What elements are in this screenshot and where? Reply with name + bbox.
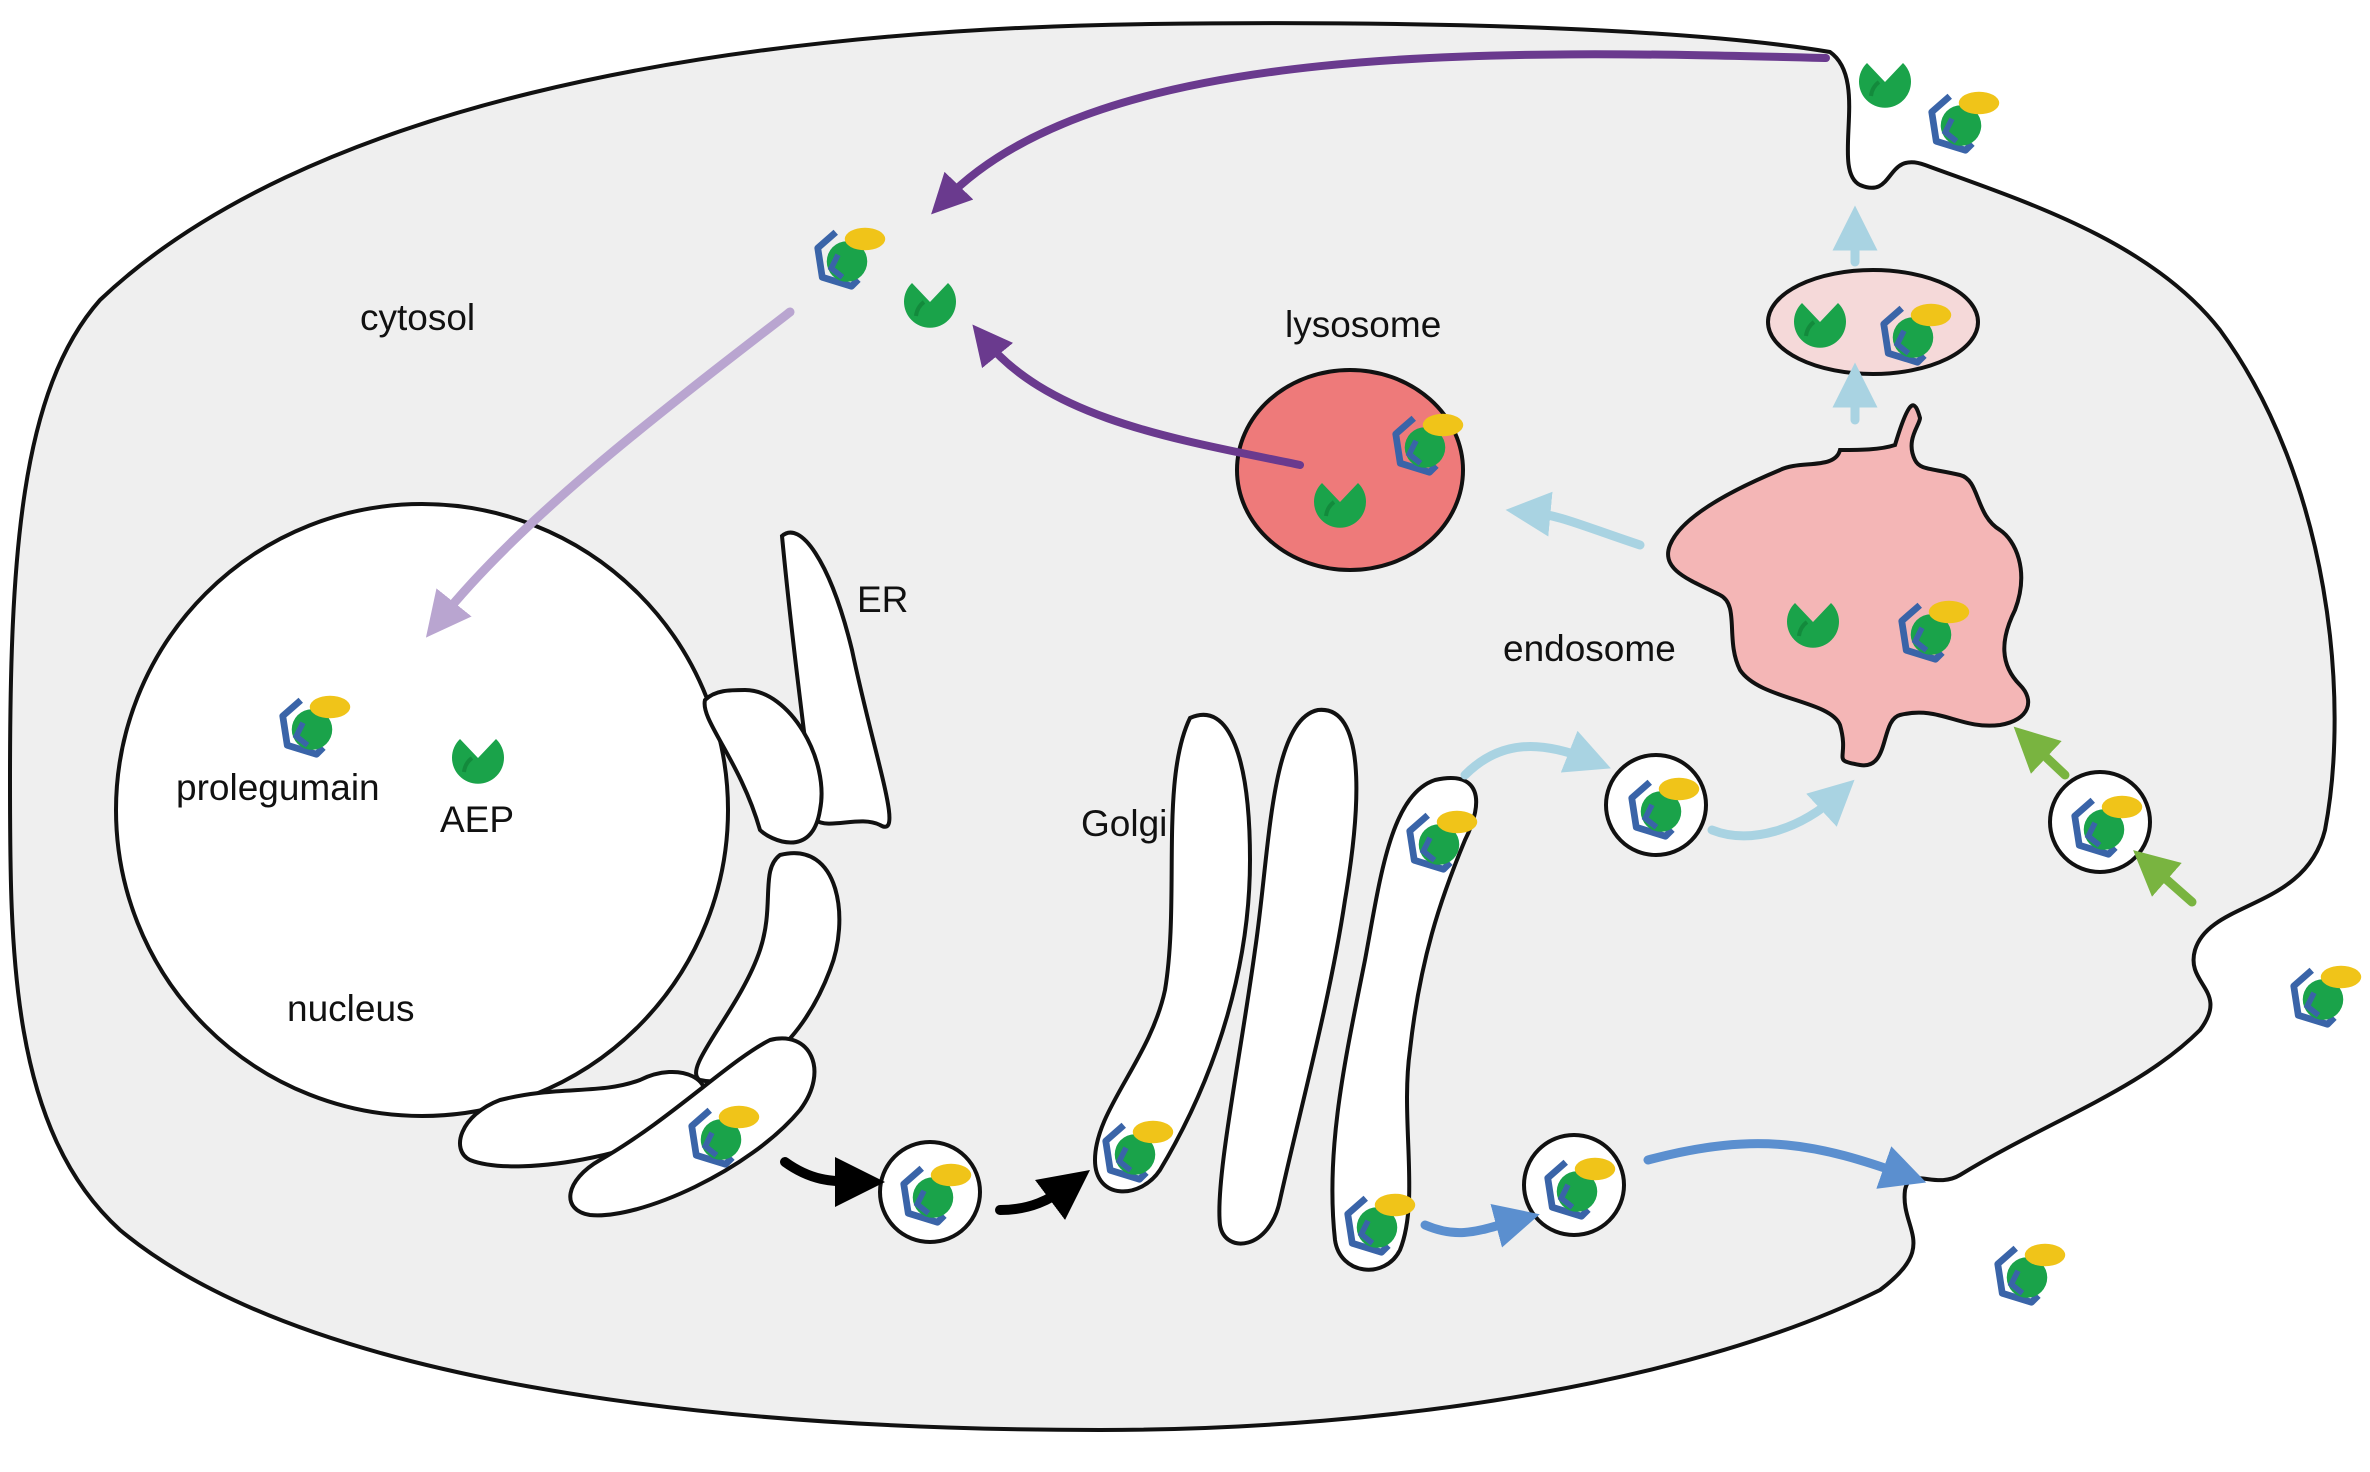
arrow-extracellular-uptake <box>931 50 1830 215</box>
golgi-apparatus <box>1092 707 1479 1272</box>
lysosome <box>1235 368 1465 572</box>
endoplasmic-reticulum <box>458 530 892 1218</box>
aep-icon <box>1857 61 1913 110</box>
cell-membrane <box>7 21 2337 1433</box>
label-aep: AEP <box>440 799 514 840</box>
arrow-er-to-vesicle <box>780 1156 885 1207</box>
endosome <box>1666 403 2031 768</box>
arrow-nuclear-translocation <box>425 307 795 638</box>
prolegumain-icon <box>1932 92 2000 151</box>
arrow-endocytosis-in <box>2133 850 2197 907</box>
arrow-endosome-lysosome <box>1505 491 1645 550</box>
label-lysosome: lysosome <box>1285 304 1441 345</box>
arrow-endocytic-to-endosome <box>2013 726 2070 780</box>
prolegumain-icon <box>2294 966 2362 1025</box>
label-er: ER <box>857 579 908 620</box>
prolegumain-icon <box>1998 1244 2066 1303</box>
arrow-lysosome-leakage <box>972 324 1304 469</box>
label-prolegumain: prolegumain <box>176 767 380 808</box>
arrow-vesicle-to-endosome <box>1707 779 1855 841</box>
label-golgi: Golgi <box>1081 803 1167 844</box>
nucleus <box>114 502 730 1118</box>
label-nucleus: nucleus <box>287 988 415 1029</box>
arrow-vesicle-to-golgi <box>995 1170 1091 1220</box>
label-endosome: endosome <box>1503 628 1676 669</box>
arrow-golgi-to-vesicle <box>1460 730 1611 780</box>
arrow-golgi-to-secretory-vesicle <box>1420 1203 1540 1248</box>
arrow-secretion <box>1643 1139 1927 1189</box>
label-cytosol: cytosol <box>360 297 475 338</box>
